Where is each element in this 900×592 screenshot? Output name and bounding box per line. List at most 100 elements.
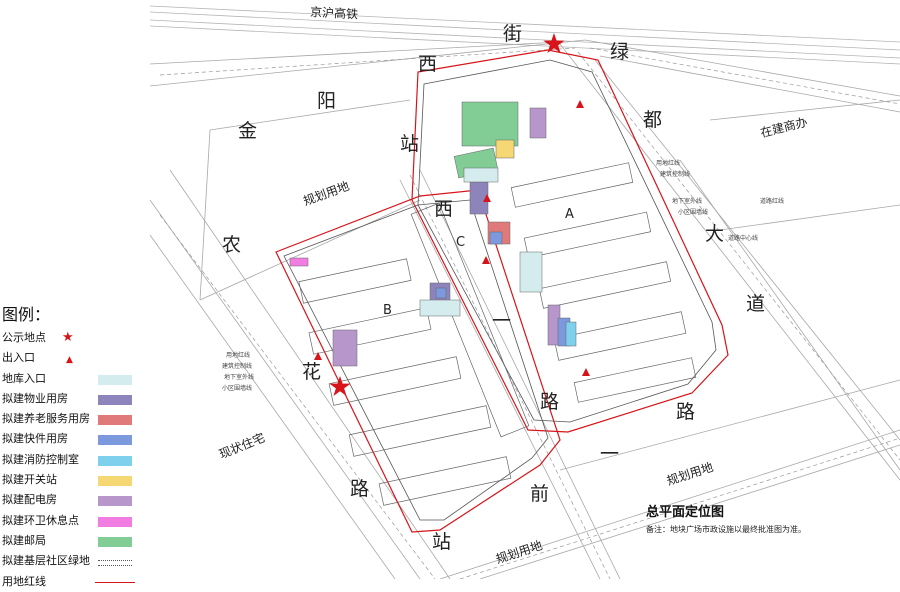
legend-swatch bbox=[98, 435, 132, 446]
plot-b-label: B bbox=[383, 303, 392, 318]
existing-residential-label: 现状住宅 bbox=[217, 430, 267, 462]
legend-item: 用地红线 bbox=[2, 572, 142, 592]
facilities bbox=[289, 101, 577, 367]
road-xiyi: 西 一 路 bbox=[434, 198, 559, 413]
road-lines bbox=[149, 39, 900, 579]
site-red-line bbox=[275, 49, 729, 533]
hatch-icon bbox=[98, 560, 132, 567]
red-line-icon bbox=[95, 581, 135, 583]
switch-station-block bbox=[495, 139, 515, 159]
legend-swatch bbox=[98, 374, 132, 385]
legend-item: 拟建环卫休息点 bbox=[2, 511, 142, 531]
buildings bbox=[298, 162, 697, 506]
legend-item: 出入口 ▲ bbox=[2, 348, 142, 368]
legend-item: 拟建物业用房 bbox=[2, 389, 142, 409]
legend-label: 拟建配电房 bbox=[2, 493, 57, 507]
legend-label: 拟建环卫休息点 bbox=[2, 513, 79, 527]
road-char: 花 bbox=[302, 361, 321, 383]
legend-label: 拟建物业用房 bbox=[2, 391, 68, 405]
road-jinyang: 金 阳 站 西 街 bbox=[238, 23, 522, 155]
courier-block bbox=[489, 231, 503, 245]
legend: 图例： 公示地点 ★ 出入口 ▲ 地库入口 拟建物业用房 拟建养老服务用房 拟建快件… bbox=[2, 306, 142, 592]
road-char: 西 bbox=[418, 53, 437, 75]
power-room-block-3 bbox=[332, 329, 358, 367]
road-char: 金 bbox=[238, 120, 257, 142]
star-icon: ★ bbox=[62, 330, 74, 345]
legend-item: 拟建配电房 bbox=[2, 490, 142, 510]
road-char: 农 bbox=[222, 234, 241, 256]
annotation-line: 地下室外线 bbox=[672, 197, 702, 205]
annotation-line: 用地红线 bbox=[656, 159, 680, 167]
road-nonghua: 农 花 路 bbox=[222, 234, 369, 500]
post-office-block bbox=[461, 101, 519, 147]
legend-item: 拟建邮局 bbox=[2, 531, 142, 551]
notice-stars bbox=[329, 33, 565, 396]
road-char: 西 bbox=[434, 198, 453, 220]
road-zhanqian: 站 前 一 路 bbox=[432, 401, 695, 553]
road-char: 道 bbox=[746, 293, 765, 315]
road-char: 站 bbox=[432, 531, 451, 553]
legend-swatch bbox=[98, 415, 132, 426]
road-char: 阳 bbox=[317, 90, 336, 112]
garage-entry-block bbox=[463, 167, 499, 183]
legend-swatch bbox=[98, 394, 132, 405]
legend-swatch bbox=[98, 455, 132, 466]
annotation-line: 建筑控制线 bbox=[660, 170, 690, 178]
legend-item: 拟建养老服务用房 bbox=[2, 409, 142, 429]
legend-item: 地库入口 bbox=[2, 369, 142, 389]
legend-swatch bbox=[98, 516, 132, 527]
fire-control-block bbox=[565, 321, 577, 347]
road-char: 路 bbox=[676, 401, 695, 423]
legend-label: 拟建邮局 bbox=[2, 533, 46, 547]
legend-label: 地库入口 bbox=[2, 371, 46, 385]
legend-title: 图例： bbox=[2, 305, 51, 324]
legend-item: 拟建快件用房 bbox=[2, 429, 142, 449]
annotation-line: 建筑控制线 bbox=[222, 362, 252, 370]
road-center-line-label: 道路中心线 bbox=[728, 234, 758, 242]
legend-label: 拟建快件用房 bbox=[2, 432, 68, 446]
rail-label: 京沪高铁 bbox=[310, 4, 359, 21]
legend-label: 拟建消防控制室 bbox=[2, 452, 79, 466]
legend-label: 拟建开关站 bbox=[2, 473, 57, 487]
legend-item: 拟建消防控制室 bbox=[2, 450, 142, 470]
annotation-line: 用地红线 bbox=[226, 351, 250, 359]
road-char: 站 bbox=[400, 133, 419, 155]
road-char: 大 bbox=[705, 223, 724, 245]
planned-land-label-east: 规划用地 bbox=[665, 459, 715, 488]
annotation-left: 用地红线 建筑控制线 地下室外线 小区围墙线 bbox=[222, 351, 254, 392]
rail-corridor bbox=[149, 5, 900, 65]
setback-lines bbox=[159, 47, 900, 579]
legend-label: 用地红线 bbox=[2, 574, 46, 588]
site-plan: 京沪高铁 金 阳 站 西 街 绿 都 大 道 农 花 路 西 一 路 站 前 一… bbox=[149, 4, 900, 579]
legend-swatch bbox=[98, 536, 132, 547]
road-char: 绿 bbox=[610, 41, 629, 63]
power-room-block bbox=[529, 107, 547, 139]
legend-item: 拟建基层社区绿地 bbox=[2, 551, 142, 571]
road-char: 一 bbox=[492, 310, 511, 332]
courier-block-3 bbox=[435, 287, 447, 299]
road-char: 街 bbox=[503, 23, 522, 45]
road-char: 一 bbox=[600, 443, 619, 465]
plan-title: 总平面定位图 bbox=[646, 505, 725, 520]
planned-land-label-south: 规划用地 bbox=[494, 537, 544, 566]
legend-label: 出入口 bbox=[2, 351, 35, 365]
garage-entry-block-3 bbox=[419, 299, 461, 317]
road-char: 路 bbox=[350, 478, 369, 500]
triangle-icon: ▲ bbox=[66, 355, 73, 366]
road-char: 路 bbox=[540, 391, 559, 413]
legend-swatch bbox=[98, 476, 132, 487]
legend-label: 公示地点 bbox=[2, 331, 46, 344]
office-label: 在建商办 bbox=[759, 114, 809, 140]
compound-lines bbox=[283, 59, 717, 521]
road-char: 前 bbox=[530, 483, 549, 505]
road-red-line-label: 道路红线 bbox=[760, 197, 784, 205]
sanitation-block bbox=[289, 257, 309, 267]
annotation-line: 小区围墙线 bbox=[222, 384, 252, 392]
road-char: 都 bbox=[643, 109, 662, 131]
road-lvdu: 绿 都 大 道 bbox=[610, 41, 765, 315]
legend-label: 拟建养老服务用房 bbox=[2, 412, 90, 426]
annotation-line: 地下室外线 bbox=[224, 373, 254, 381]
annotation-line: 小区围墙线 bbox=[678, 208, 708, 216]
legend-label: 拟建基层社区绿地 bbox=[2, 554, 90, 568]
plan-note: 备注：地块广场市政设施以最终批准图为准。 bbox=[646, 525, 806, 534]
